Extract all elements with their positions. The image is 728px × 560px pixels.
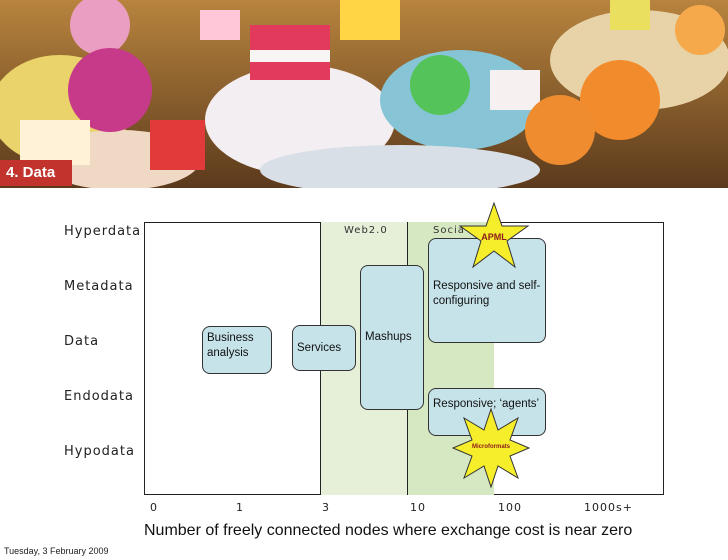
x-axis-label: Number of freely connected nodes where e… <box>144 522 633 539</box>
hero-cupcakes-image <box>0 0 728 188</box>
web2-zone-label: Web2.0 <box>344 225 388 236</box>
x-tick-10: 10 <box>410 501 426 514</box>
footer-date: Tuesday, 3 February 2009 <box>4 546 109 556</box>
box-services: Services <box>292 325 356 371</box>
microformats-star-label: Microformats <box>471 444 510 450</box>
x-tick-1000s: 1000s+ <box>584 501 633 514</box>
x-tick-100: 100 <box>498 501 522 514</box>
box-responsive-self-configuring: Responsive and self-configuring <box>428 238 546 343</box>
microformats-star-icon <box>452 408 530 488</box>
section-tag: 4. Data <box>0 160 72 186</box>
x-tick-1: 1 <box>236 501 244 514</box>
row-label-endodata: Endodata <box>64 389 134 404</box>
row-label-data: Data <box>64 334 100 349</box>
social-zone-label: Socia <box>433 225 465 236</box>
box-mashups: Mashups <box>360 265 424 410</box>
x-tick-3: 3 <box>322 501 330 514</box>
row-label-metadata: Metadata <box>64 279 134 294</box>
apml-star-label: APML <box>481 232 507 242</box>
apml-star-icon <box>458 202 530 269</box>
row-label-hyperdata: Hyperdata <box>64 224 142 239</box>
row-label-hypodata: Hypodata <box>64 444 135 459</box>
x-tick-0: 0 <box>150 501 158 514</box>
box-business-analysis: Business analysis <box>202 326 272 374</box>
